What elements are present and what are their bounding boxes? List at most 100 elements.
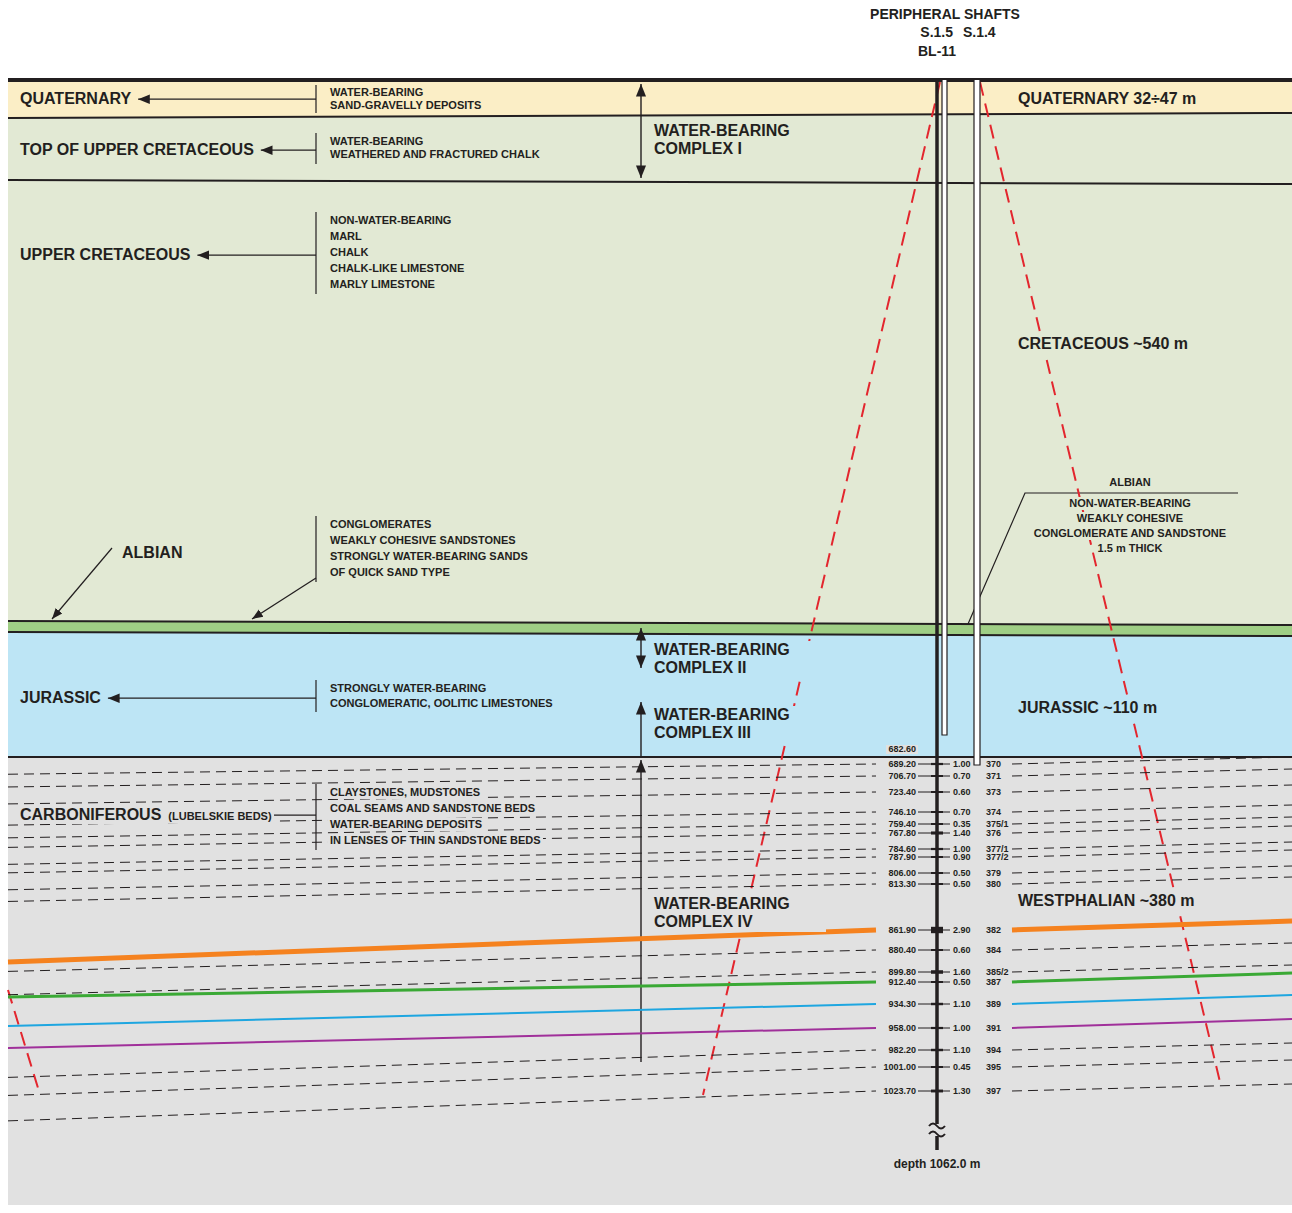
stratum-description: CONGLOMERATES	[328, 518, 433, 531]
stratum-description: STRONGLY WATER-BEARING SANDS	[328, 550, 530, 563]
depth-tick	[916, 812, 950, 813]
drawing-part	[929, 1132, 945, 1137]
stratum-description: WEATHERED AND FRACTURED CHALK	[328, 148, 542, 161]
seam-value: 0.50	[951, 880, 973, 889]
seam-value: 395	[984, 1063, 1003, 1072]
complex-label: WATER-BEARING COMPLEX III	[652, 706, 826, 743]
stratum-band: ALBIANCONGLOMERATESWEAKLY COHESIVE SANDS…	[8, 621, 1292, 633]
stratum-description: WEAKLY COHESIVE SANDSTONES	[328, 534, 518, 547]
seam-value: 706.70	[886, 772, 918, 781]
seam-value: 376	[984, 829, 1003, 838]
depth-tick	[916, 950, 950, 951]
stratum-description: CONGLOMERATIC, OOLITIC LIMESTONES	[328, 697, 555, 710]
seam-value: 912.40	[886, 978, 918, 987]
coal-seam-line	[1012, 1060, 1292, 1067]
seam-value: 899.80	[886, 968, 918, 977]
drawing-part	[703, 82, 940, 1095]
drawing-part	[8, 180, 1292, 184]
coal-seam-line	[8, 857, 876, 873]
red-dashed-lines	[8, 82, 1220, 1095]
drawing-part	[8, 990, 38, 1088]
stratum-name: JURASSIC ~110 m	[1016, 699, 1159, 717]
stratum-description: NON-WATER-BEARING	[1067, 497, 1192, 510]
coal-seam-line	[8, 849, 876, 864]
drawing-part	[315, 212, 316, 294]
stratum-name: TOP OF UPPER CRETACEOUS	[18, 141, 256, 159]
coal-seam-line	[1012, 842, 1292, 849]
stratum-name: ALBIAN	[120, 544, 184, 562]
marker-seam	[8, 1004, 876, 1026]
stratum-description: NON-WATER-BEARING	[328, 214, 453, 227]
complex-label: WATER-BEARING COMPLEX II	[652, 641, 826, 678]
stratum-description: MARLY LIMESTONE	[328, 278, 437, 291]
seam-value: 0.50	[951, 869, 973, 878]
drawing-part	[935, 1136, 939, 1150]
stratum-band: CARBONIFEROUS(LUBELSKIE BEDS)CLAYSTONES,…	[8, 757, 1292, 1205]
coal-seam-line	[8, 873, 876, 890]
coal-seam-line	[1012, 877, 1292, 884]
drawing-part	[640, 760, 641, 1062]
drawing-part	[8, 113, 1292, 118]
seam-value: 682.60	[886, 745, 918, 754]
seam-value: 0.45	[951, 1063, 973, 1072]
coal-seam-line	[1012, 817, 1292, 824]
name-arrow	[197, 255, 316, 256]
drawing-part	[8, 632, 1292, 636]
seam-value: 1001.00	[881, 1063, 918, 1072]
seam-value: 380	[984, 880, 1003, 889]
drawing-part	[935, 80, 939, 1124]
marker-seam	[1012, 995, 1292, 1004]
coal-seam-line	[1012, 965, 1292, 972]
seam-value: 0.70	[951, 808, 973, 817]
complex-label: WATER-BEARING COMPLEX I	[652, 122, 826, 159]
drawing-part	[929, 1124, 945, 1129]
seam-value: 958.00	[886, 1024, 918, 1033]
stratum-description: COAL SEAMS AND SANDSTONE BEDS	[328, 802, 537, 815]
coal-seam-line	[1012, 1043, 1292, 1050]
seam-value: 0.60	[951, 946, 973, 955]
seam-value: 934.30	[886, 1000, 918, 1009]
seam-value: 861.90	[886, 926, 918, 935]
name-arrow	[261, 150, 316, 151]
seam-value: 759.40	[886, 820, 918, 829]
seam-value: 375/1	[984, 820, 1011, 829]
quaternary-fill	[8, 82, 1292, 118]
drawing-part	[942, 80, 947, 735]
seam-lines	[8, 757, 1292, 1121]
stratum-description: OF QUICK SAND TYPE	[328, 566, 452, 579]
seam-value: 391	[984, 1024, 1003, 1033]
depth-tick	[916, 884, 950, 885]
coal-seam-line	[8, 1050, 876, 1077]
stratum-description: 1.5 m THICK	[1096, 542, 1165, 555]
coal-seam-line	[8, 1091, 876, 1121]
seam-value: 746.10	[886, 808, 918, 817]
drawing-part	[252, 578, 316, 619]
drawing-part	[315, 516, 316, 582]
stratum-name: WESTPHALIAN ~380 m	[1016, 892, 1196, 910]
seam-value: 387	[984, 978, 1003, 987]
complex-label: WATER-BEARING COMPLEX IV	[652, 895, 826, 932]
coal-seam-line	[1012, 850, 1292, 857]
coal-seam-line	[1012, 757, 1292, 764]
stratum-name: QUATERNARY	[18, 90, 133, 108]
stratum-description: SAND-GRAVELLY DEPOSITS	[328, 99, 483, 112]
drawing-part	[640, 702, 641, 756]
drawing-part	[8, 621, 1292, 625]
depth-tick	[916, 1050, 950, 1051]
stratum-description: WATER-BEARING	[328, 135, 425, 148]
coal-seam-line	[1012, 1084, 1292, 1091]
coal-seam-line	[1012, 943, 1292, 950]
drawing-part	[8, 756, 1292, 758]
drawing-part	[52, 548, 112, 619]
seam-value: 0.70	[951, 772, 973, 781]
coal-seam-line	[1012, 785, 1292, 792]
depth-tick	[916, 873, 950, 874]
seam-value: 370	[984, 760, 1003, 769]
depth-tick	[916, 1067, 950, 1068]
marker-seam	[1012, 1019, 1292, 1028]
coal-seam-line	[8, 833, 876, 847]
stratum-description: (LUBELSKIE BEDS)	[166, 810, 273, 823]
stratum-description: IN LENSES OF THIN SANDSTONE BEDS	[328, 834, 543, 847]
seam-value: 2.90	[951, 926, 973, 935]
